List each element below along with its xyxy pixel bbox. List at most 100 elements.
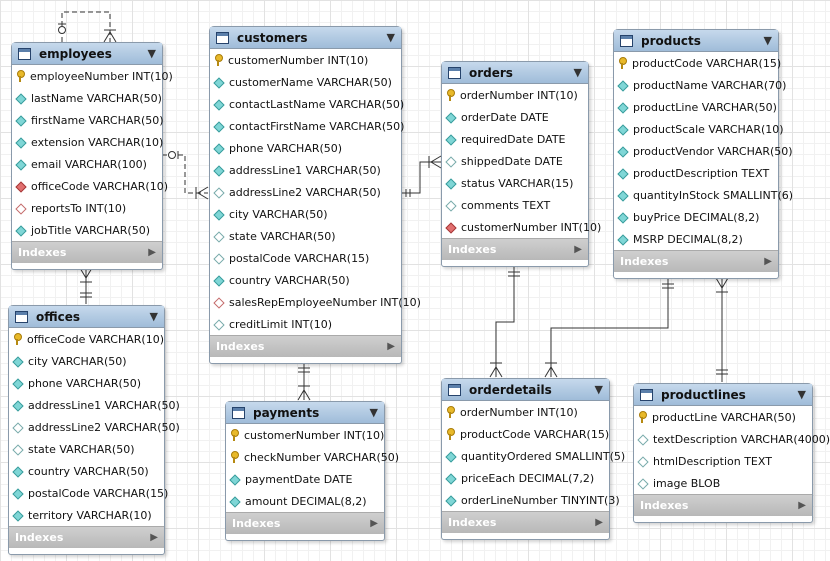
column-row[interactable]: checkNumber VARCHAR(50) (226, 446, 399, 468)
column-row[interactable]: orderDate DATE (442, 106, 588, 128)
column-row[interactable]: customerNumber INT(10) (226, 424, 384, 446)
column-row[interactable]: country VARCHAR(50) (9, 460, 164, 482)
collapse-arrow-icon[interactable]: ▼ (797, 388, 806, 401)
column-row[interactable]: shippedDate DATE (442, 150, 588, 172)
column-row[interactable]: addressLine2 VARCHAR(50) (9, 416, 180, 438)
table-header[interactable]: orderdetails ▼ (442, 379, 609, 401)
indexes-bar[interactable]: Indexes ▶ (9, 526, 164, 548)
expand-arrow-icon[interactable]: ▶ (574, 244, 582, 255)
column-row[interactable]: orderLineNumber TINYINT(3) (442, 489, 620, 511)
column-row[interactable]: extension VARCHAR(10) (12, 131, 163, 153)
expand-arrow-icon[interactable]: ▶ (387, 341, 395, 352)
column-row[interactable]: orderNumber INT(10) (442, 401, 609, 423)
column-row[interactable]: addressLine1 VARCHAR(50) (9, 394, 180, 416)
column-row[interactable]: state VARCHAR(50) (210, 225, 401, 247)
indexes-bar[interactable]: Indexes ▶ (634, 494, 812, 516)
collapse-arrow-icon[interactable]: ▼ (369, 406, 378, 419)
table-header[interactable]: orders ▼ (442, 62, 588, 84)
expand-arrow-icon[interactable]: ▶ (798, 500, 806, 511)
column-row[interactable]: comments TEXT (442, 194, 588, 216)
table-header[interactable]: offices ▼ (9, 306, 164, 328)
column-row[interactable]: reportsTo INT(10) (12, 197, 162, 219)
column-row[interactable]: productCode VARCHAR(15) (442, 423, 609, 445)
column-row[interactable]: lastName VARCHAR(50) (12, 87, 162, 109)
column-row[interactable]: image BLOB (634, 472, 812, 494)
indexes-bar[interactable]: Indexes ▶ (210, 335, 401, 357)
collapse-arrow-icon[interactable]: ▼ (149, 310, 158, 323)
column-row[interactable]: productName VARCHAR(70) (614, 74, 786, 96)
column-row[interactable]: productLine VARCHAR(50) (614, 96, 778, 118)
column-row[interactable]: creditLimit INT(10) (210, 313, 401, 335)
column-row[interactable]: quantityInStock SMALLINT(6) (614, 184, 793, 206)
column-row[interactable]: quantityOrdered SMALLINT(5) (442, 445, 625, 467)
column-row[interactable]: phone VARCHAR(50) (210, 137, 401, 159)
column-row[interactable]: phone VARCHAR(50) (9, 372, 164, 394)
expand-arrow-icon[interactable]: ▶ (370, 518, 378, 529)
column-row[interactable]: addressLine1 VARCHAR(50) (210, 159, 401, 181)
expand-arrow-icon[interactable]: ▶ (148, 247, 156, 258)
column-row[interactable]: productLine VARCHAR(50) (634, 406, 812, 428)
column-row[interactable]: status VARCHAR(15) (442, 172, 588, 194)
table-payments[interactable]: payments ▼ customerNumber INT(10)checkNu… (225, 401, 399, 541)
column-row[interactable]: productDescription TEXT (614, 162, 778, 184)
column-row[interactable]: jobTitle VARCHAR(50) (12, 219, 162, 241)
table-offices[interactable]: offices ▼ officeCode VARCHAR(10)city VAR… (8, 305, 180, 555)
column-row[interactable]: officeCode VARCHAR(10) (9, 328, 164, 350)
column-row[interactable]: productVendor VARCHAR(50) (614, 140, 793, 162)
table-employees[interactable]: employees ▼ employeeNumber INT(10)lastNa… (11, 42, 173, 270)
column-label: state VARCHAR(50) (229, 229, 336, 243)
table-header[interactable]: payments ▼ (226, 402, 384, 424)
table-header[interactable]: products ▼ (614, 30, 778, 52)
table-header[interactable]: productlines ▼ (634, 384, 812, 406)
indexes-bar[interactable]: Indexes ▶ (226, 512, 384, 534)
column-row[interactable]: customerNumber INT(10) (210, 49, 401, 71)
column-row[interactable]: officeCode VARCHAR(10) (12, 175, 168, 197)
collapse-arrow-icon[interactable]: ▼ (386, 31, 395, 44)
column-row[interactable]: email VARCHAR(100) (12, 153, 162, 175)
collapse-arrow-icon[interactable]: ▼ (594, 383, 603, 396)
column-row[interactable]: city VARCHAR(50) (9, 350, 164, 372)
expand-arrow-icon[interactable]: ▶ (150, 532, 158, 543)
column-row[interactable]: salesRepEmployeeNumber INT(10) (210, 291, 421, 313)
column-row[interactable]: city VARCHAR(50) (210, 203, 401, 225)
column-row[interactable]: country VARCHAR(50) (210, 269, 401, 291)
table-orders[interactable]: orders ▼ orderNumber INT(10)orderDate DA… (441, 61, 601, 267)
column-row[interactable]: productCode VARCHAR(15) (614, 52, 781, 74)
indexes-bar[interactable]: Indexes ▶ (442, 238, 588, 260)
table-products[interactable]: products ▼ productCode VARCHAR(15)produc… (613, 29, 793, 279)
column-row[interactable]: customerNumber INT(10) (442, 216, 601, 238)
column-row[interactable]: priceEach DECIMAL(7,2) (442, 467, 609, 489)
table-orderdetails[interactable]: orderdetails ▼ orderNumber INT(10)produc… (441, 378, 625, 540)
indexes-bar[interactable]: Indexes ▶ (12, 241, 162, 263)
collapse-arrow-icon[interactable]: ▼ (573, 66, 582, 79)
column-row[interactable]: paymentDate DATE (226, 468, 384, 490)
column-row[interactable]: textDescription VARCHAR(4000) (634, 428, 830, 450)
expand-arrow-icon[interactable]: ▶ (764, 256, 772, 267)
table-productlines[interactable]: productlines ▼ productLine VARCHAR(50)te… (633, 383, 830, 523)
column-row[interactable]: MSRP DECIMAL(8,2) (614, 228, 778, 250)
indexes-bar[interactable]: Indexes ▶ (614, 250, 778, 272)
column-row[interactable]: requiredDate DATE (442, 128, 588, 150)
table-header[interactable]: customers ▼ (210, 27, 401, 49)
collapse-arrow-icon[interactable]: ▼ (147, 47, 156, 60)
collapse-arrow-icon[interactable]: ▼ (763, 34, 772, 47)
column-row[interactable]: orderNumber INT(10) (442, 84, 588, 106)
column-row[interactable]: addressLine2 VARCHAR(50) (210, 181, 401, 203)
table-customers[interactable]: customers ▼ customerNumber INT(10)custom… (209, 26, 421, 364)
column-row[interactable]: postalCode VARCHAR(15) (9, 482, 168, 504)
column-row[interactable]: contactLastName VARCHAR(50) (210, 93, 404, 115)
column-row[interactable]: productScale VARCHAR(10) (614, 118, 784, 140)
column-row[interactable]: contactFirstName VARCHAR(50) (210, 115, 404, 137)
column-row[interactable]: employeeNumber INT(10) (12, 65, 173, 87)
column-row[interactable]: state VARCHAR(50) (9, 438, 164, 460)
column-row[interactable]: postalCode VARCHAR(15) (210, 247, 401, 269)
indexes-bar[interactable]: Indexes ▶ (442, 511, 609, 533)
column-row[interactable]: firstName VARCHAR(50) (12, 109, 164, 131)
table-header[interactable]: employees ▼ (12, 43, 162, 65)
column-row[interactable]: amount DECIMAL(8,2) (226, 490, 384, 512)
expand-arrow-icon[interactable]: ▶ (595, 517, 603, 528)
column-row[interactable]: territory VARCHAR(10) (9, 504, 164, 526)
column-row[interactable]: buyPrice DECIMAL(8,2) (614, 206, 778, 228)
column-row[interactable]: htmlDescription TEXT (634, 450, 812, 472)
column-row[interactable]: customerName VARCHAR(50) (210, 71, 401, 93)
